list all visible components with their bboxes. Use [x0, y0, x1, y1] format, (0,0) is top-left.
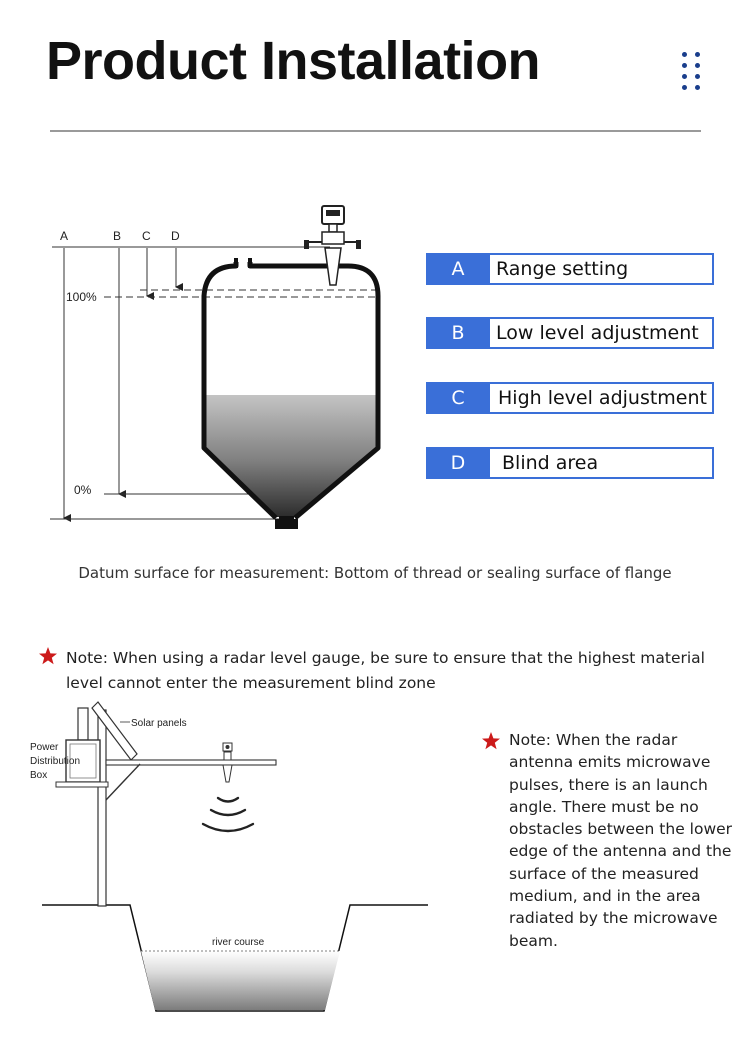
solar-panels-label: Solar panels	[131, 718, 187, 729]
legend-label: Range setting	[490, 253, 714, 285]
legend-key: A	[426, 253, 490, 285]
legend-label: High level adjustment	[490, 382, 714, 414]
dots-grid-icon[interactable]	[682, 52, 702, 90]
microwave-waves-icon	[201, 796, 255, 833]
river-channel	[42, 904, 428, 1012]
legend-label: Blind area	[490, 447, 714, 479]
letter-a-label: A	[60, 229, 68, 243]
empty-level-label: 0%	[74, 483, 92, 497]
header-divider	[50, 130, 701, 132]
legend-item-b: B Low level adjustment	[426, 317, 714, 349]
legend-key: D	[426, 447, 490, 479]
radar-gauge-icon	[304, 205, 361, 286]
full-level-label: 100%	[66, 290, 97, 304]
radar-sensor-icon	[222, 742, 233, 783]
legend-item-d: D Blind area	[426, 447, 714, 479]
legend-item-a: A Range setting	[426, 253, 714, 285]
legend-item-c: C High level adjustment	[426, 382, 714, 414]
power-box-label-line3: Box	[30, 770, 47, 781]
letter-b-label: B	[113, 229, 121, 243]
launch-angle-note: Note: When the radar antenna emits micro…	[509, 731, 733, 950]
power-distribution-box	[65, 739, 101, 783]
mounting-arm	[105, 759, 277, 766]
solar-panel-icon	[91, 701, 138, 761]
power-box-label-line1: Power	[30, 742, 59, 753]
river-installation-diagram: river course Solar panels Power Distribu…	[30, 701, 428, 1012]
note-star-icon	[482, 732, 500, 750]
legend-key: B	[426, 317, 490, 349]
tank-liquid	[204, 395, 378, 517]
note-star-icon	[39, 647, 57, 665]
tank-diagram: A B C D 100% 0%	[50, 205, 381, 529]
datum-caption: Datum surface for measurement: Bottom of…	[78, 564, 672, 582]
letter-d-label: D	[171, 229, 180, 243]
legend-key: C	[426, 382, 490, 414]
river-course-label: river course	[212, 937, 265, 948]
letter-c-label: C	[142, 229, 151, 243]
blind-zone-note: Note: When using a radar level gauge, be…	[66, 649, 705, 692]
tank-outlet	[275, 519, 298, 529]
power-box-label-line2: Distribution	[30, 756, 80, 767]
legend-label: Low level adjustment	[490, 317, 714, 349]
river-water	[141, 951, 340, 1010]
page-title: Product Installation	[46, 31, 541, 91]
